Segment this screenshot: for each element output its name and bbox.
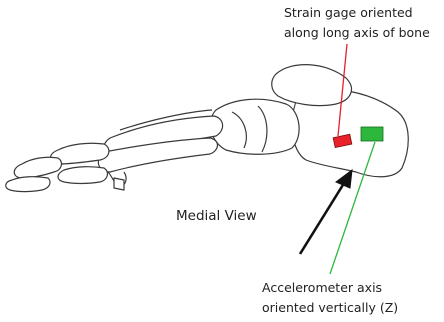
medial-view-arrow	[300, 170, 352, 254]
accelerometer-label-line-1: Accelerometer axis	[262, 278, 398, 298]
accelerometer-marker	[361, 127, 383, 141]
strain-gage-label-line-2: along long axis of bone	[284, 23, 430, 43]
talus-bone	[272, 65, 352, 106]
strain-gage-label: Strain gage oriented along long axis of …	[284, 3, 430, 43]
strain-gage-label-line-1: Strain gage oriented	[284, 3, 430, 23]
view-label: Medial View	[176, 206, 257, 226]
phalanges-row-2	[14, 157, 61, 178]
accelerometer-label-line-2: oriented vertically (Z)	[262, 298, 398, 318]
accelerometer-label: Accelerometer axis oriented vertically (…	[262, 278, 398, 318]
midfoot-bones	[211, 99, 300, 154]
